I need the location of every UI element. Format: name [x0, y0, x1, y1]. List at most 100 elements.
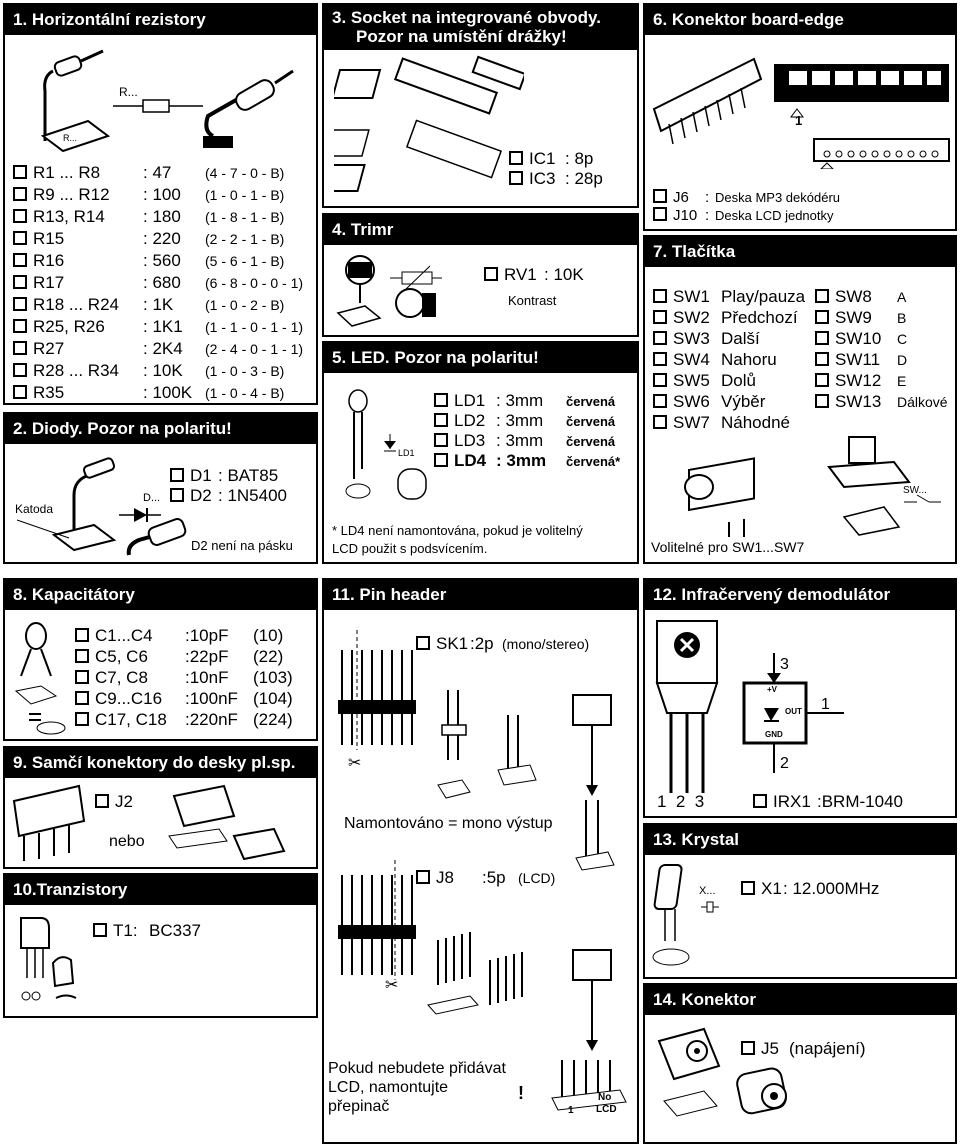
component-ref: C9...C16 — [95, 689, 163, 708]
component-ref: R35 — [33, 383, 65, 402]
component-ref: SW8 — [835, 287, 872, 306]
section-ir-demodulator: 12. Infračervený demodulátor 3 +V OUT GN… — [643, 578, 957, 818]
led-color: červená — [566, 394, 616, 409]
checkbox[interactable] — [434, 432, 448, 447]
checkbox[interactable] — [509, 170, 523, 185]
checkbox[interactable] — [170, 487, 184, 502]
checkbox[interactable] — [815, 309, 829, 324]
checkbox[interactable] — [815, 330, 829, 345]
resistor-row: R15: 220(2 - 2 - 1 - B) — [13, 229, 284, 249]
capacitor-row: C1...C4:10pF(10) — [75, 626, 283, 646]
checkbox[interactable] — [653, 393, 667, 408]
position-no: No — [598, 1092, 612, 1103]
component-value: :10nF — [185, 668, 229, 687]
checkbox[interactable] — [753, 793, 767, 808]
checkbox[interactable] — [13, 230, 27, 245]
checkbox[interactable] — [13, 340, 27, 355]
checkbox[interactable] — [95, 793, 109, 808]
checkbox[interactable] — [741, 1040, 755, 1055]
component-value: :5p — [482, 868, 506, 887]
checkbox[interactable] — [653, 351, 667, 366]
component-value: :100nF — [185, 689, 238, 708]
checkbox[interactable] — [653, 207, 667, 222]
checkbox[interactable] — [653, 189, 667, 204]
checkbox[interactable] — [653, 330, 667, 345]
checkbox[interactable] — [13, 296, 27, 311]
checkbox[interactable] — [653, 372, 667, 387]
checkbox[interactable] — [75, 669, 89, 684]
capacitor-code: (10) — [253, 626, 284, 645]
checkbox[interactable] — [815, 351, 829, 366]
component-ref: LD1 — [454, 391, 486, 410]
section-title: 3. Socket na integrované obvody. Pozor n… — [324, 5, 637, 50]
lcd-note-1: Pokud nebudete přidávat — [328, 1060, 506, 1077]
section-title: 11. Pin header — [324, 580, 637, 610]
ir-vplus: +V — [767, 685, 778, 694]
checkbox[interactable] — [416, 635, 430, 650]
checkbox[interactable] — [93, 922, 107, 937]
component-ref: IRX1 — [773, 792, 811, 811]
led-note-1: * LD4 není namontována, pokud je volitel… — [332, 523, 583, 538]
component-value: : 100K — [143, 383, 193, 402]
checkbox[interactable] — [13, 208, 27, 223]
checkbox[interactable] — [653, 288, 667, 303]
checkbox[interactable] — [434, 452, 448, 467]
diagram-label: R... — [119, 85, 138, 99]
component-ref: C5, C6 — [95, 647, 148, 666]
checkbox[interactable] — [484, 266, 498, 281]
connector-desc: Deska LCD jednotky — [715, 208, 834, 223]
component-ref: R18 ... R24 — [33, 295, 119, 314]
checkbox[interactable] — [13, 362, 27, 377]
checkbox[interactable] — [434, 392, 448, 407]
section-title: 1. Horizontální rezistory — [5, 5, 316, 35]
capacitor-row: C9...C16 :100nF (104) — [75, 689, 293, 709]
checkbox[interactable] — [13, 274, 27, 289]
resistor-row: R17: 680(6 - 8 - 0 - 0 - 1) — [13, 273, 303, 293]
checkbox[interactable] — [13, 186, 27, 201]
checkbox[interactable] — [75, 648, 89, 663]
component-ref: R25, R26 — [33, 317, 105, 336]
checkbox[interactable] — [13, 384, 27, 399]
section-connector: 14. Konektor J5(napájení) — [643, 983, 957, 1144]
color-code: (1 - 0 - 2 - B) — [205, 297, 285, 313]
component-ref: R28 ... R34 — [33, 361, 119, 380]
exclamation: ! — [518, 1083, 524, 1103]
section-capacitors: 8. Kapacitátory C1...C4:10pF(10)C5, C6:2… — [3, 578, 318, 741]
checkbox[interactable] — [815, 393, 829, 408]
color-code: (2 - 2 - 1 - B) — [205, 231, 285, 247]
checkbox[interactable] — [170, 467, 184, 482]
component-value: : 680 — [143, 273, 181, 292]
mono-note: Namontováno = mono výstup — [344, 815, 553, 832]
section-board-edge: 6. Konektor board-edge 1 J6:Deska MP3 de… — [643, 3, 957, 231]
checkbox[interactable] — [75, 690, 89, 705]
svg-text:✂: ✂ — [348, 753, 361, 772]
ir-row: IRX1:BRM-1040 — [753, 792, 903, 812]
component-ref: SW10 — [835, 329, 882, 348]
ir-pin-bottom: 2 — [780, 755, 789, 772]
checkbox[interactable] — [509, 150, 523, 165]
checkbox[interactable] — [75, 711, 89, 726]
component-ref: SW5 — [673, 371, 710, 390]
component-value: : 8p — [565, 149, 594, 168]
checkbox[interactable] — [653, 414, 667, 429]
checkbox[interactable] — [815, 288, 829, 303]
component-value: : 10K — [143, 361, 183, 380]
capacitor-code: (104) — [253, 689, 293, 708]
component-ref: T1: — [113, 921, 138, 940]
checkbox[interactable] — [434, 412, 448, 427]
checkbox[interactable] — [815, 372, 829, 387]
checkbox[interactable] — [13, 164, 27, 179]
checkbox[interactable] — [653, 309, 667, 324]
checkbox[interactable] — [13, 252, 27, 267]
component-ref: SW7 — [673, 413, 710, 432]
color-code: (1 - 0 - 4 - B) — [205, 385, 285, 401]
checkbox[interactable] — [741, 880, 755, 895]
checkbox[interactable] — [416, 869, 430, 884]
checkbox[interactable] — [13, 318, 27, 333]
checkbox[interactable] — [75, 627, 89, 642]
diode-diagram — [16, 457, 187, 556]
diode-row: D2: 1N5400 — [170, 486, 287, 506]
